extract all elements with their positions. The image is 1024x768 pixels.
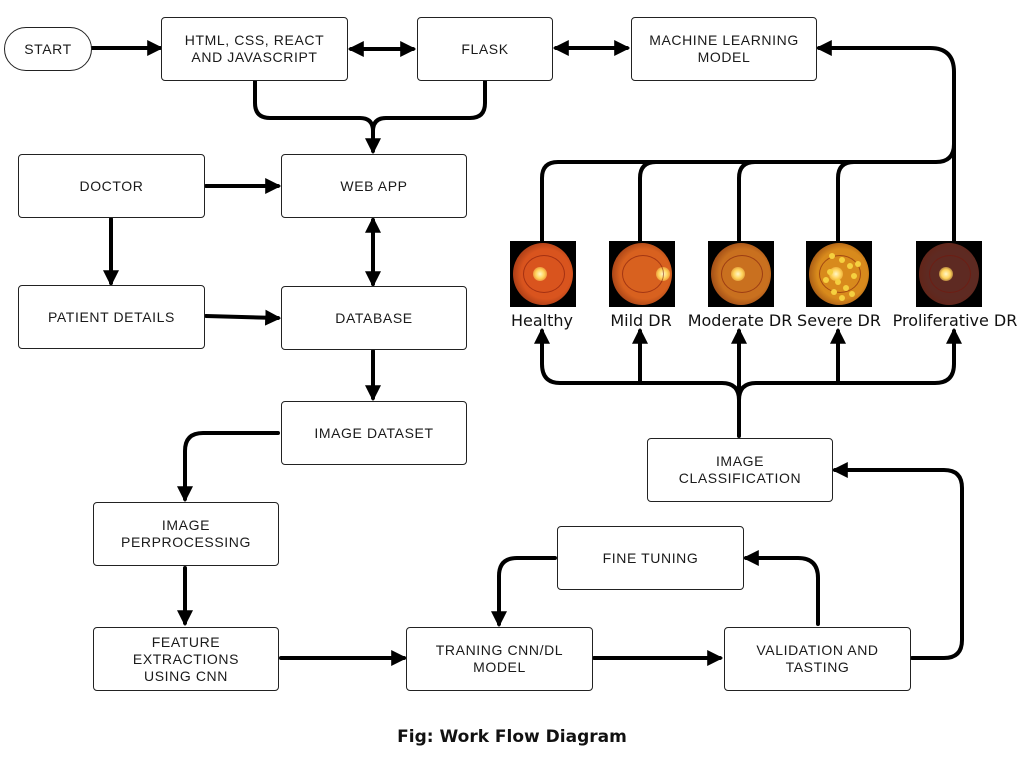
feature-extractions-label: FEATURE EXTRACTIONS USING CNN	[132, 633, 240, 684]
training-model-label: TRANING CNN/DL MODEL	[435, 642, 564, 675]
validation-testing-node: VALIDATION AND TASTING	[724, 627, 911, 691]
class-label-healthy: Healthy	[510, 311, 574, 330]
flask-label: FLASK	[461, 40, 509, 57]
edge-classification-to-classes	[737, 327, 962, 438]
edge-proliferative-to-ml	[815, 40, 956, 243]
lesion-spot	[843, 285, 849, 291]
retinal-vessel	[523, 255, 565, 293]
lesion-spot	[839, 295, 845, 301]
fundus	[711, 243, 771, 305]
edge-mild-up	[638, 160, 658, 243]
web-app-node: WEB APP	[281, 154, 467, 218]
lesion-spot	[851, 273, 857, 279]
lesion-spot	[855, 261, 861, 267]
class-label-proliferative-dr: Proliferative DR	[892, 311, 1018, 330]
training-model-node: TRANING CNN/DL MODEL	[406, 627, 593, 691]
ml-model-label: MACHINE LEARNING MODEL	[649, 32, 799, 65]
image-preprocessing-label: IMAGE PERPROCESSING	[121, 517, 251, 550]
lesion-spot	[823, 277, 829, 283]
retinal-vessel	[819, 255, 861, 293]
retinal-vessel	[721, 255, 763, 293]
patient-details-node: PATIENT DETAILS	[18, 285, 205, 349]
retina-image-healthy	[510, 241, 576, 307]
ml-model-node: MACHINE LEARNING MODEL	[631, 17, 817, 81]
class-label-severe-dr: Severe DR	[797, 311, 881, 330]
class-label-mild-dr: Mild DR	[610, 311, 672, 330]
database-label: DATABASE	[335, 309, 413, 326]
tech-stack-label: HTML, CSS, REACT AND JAVASCRIPT	[184, 32, 325, 65]
fundus	[612, 243, 672, 305]
edge-finetuning-to-training	[491, 556, 557, 628]
feature-extractions-node: FEATURE EXTRACTIONS USING CNN	[93, 627, 279, 691]
database-node: DATABASE	[281, 286, 467, 350]
retinal-vessel	[929, 255, 971, 293]
patient-details-label: PATIENT DETAILS	[48, 308, 175, 325]
validation-testing-label: VALIDATION AND TASTING	[756, 642, 879, 675]
lesion-spot	[831, 289, 837, 295]
edge-tech-to-webapp	[253, 79, 381, 155]
edge-moderate-up	[737, 160, 757, 243]
fine-tuning-label: FINE TUNING	[602, 549, 699, 566]
image-classification-label: IMAGE CLASSIFICATION	[678, 453, 802, 486]
lesion-spot	[835, 279, 841, 285]
lesion-spot	[847, 263, 853, 269]
edge-flask-to-webapp	[371, 79, 487, 133]
retinal-vessel	[622, 255, 664, 293]
start-node: START	[4, 27, 92, 71]
fundus	[919, 243, 979, 305]
lesion-spot	[827, 269, 833, 275]
fundus	[513, 243, 573, 305]
fundus	[809, 243, 869, 305]
edge-healthy-to-ml	[540, 142, 956, 243]
edge-dataset-to-preprocessing	[177, 431, 280, 503]
retina-image-proliferative-dr	[916, 241, 982, 307]
lesion-spot	[839, 257, 845, 263]
image-classification-node: IMAGE CLASSIFICATION	[647, 438, 833, 502]
flask-node: FLASK	[417, 17, 553, 81]
lesion-spot	[829, 253, 835, 259]
figure-caption: Fig: Work Flow Diagram	[397, 727, 627, 747]
retina-image-mild-dr	[609, 241, 675, 307]
doctor-label: DOCTOR	[79, 177, 144, 194]
edge-patient-to-database	[204, 309, 282, 326]
edge-severe-up	[836, 160, 856, 243]
edge-validation-to-finetuning	[742, 550, 820, 626]
retina-image-severe-dr	[806, 241, 872, 307]
image-dataset-node: IMAGE DATASET	[281, 401, 467, 465]
edge-validation-to-classification	[831, 462, 964, 660]
tech-stack-node: HTML, CSS, REACT AND JAVASCRIPT	[161, 17, 348, 81]
image-dataset-label: IMAGE DATASET	[314, 424, 434, 441]
web-app-label: WEB APP	[340, 177, 408, 194]
start-node-label: START	[24, 40, 72, 57]
lesion-spot	[849, 291, 855, 297]
fine-tuning-node: FINE TUNING	[557, 526, 744, 590]
retina-image-moderate-dr	[708, 241, 774, 307]
class-label-moderate-dr: Moderate DR	[687, 311, 793, 330]
image-preprocessing-node: IMAGE PERPROCESSING	[93, 502, 279, 566]
doctor-node: DOCTOR	[18, 154, 205, 218]
